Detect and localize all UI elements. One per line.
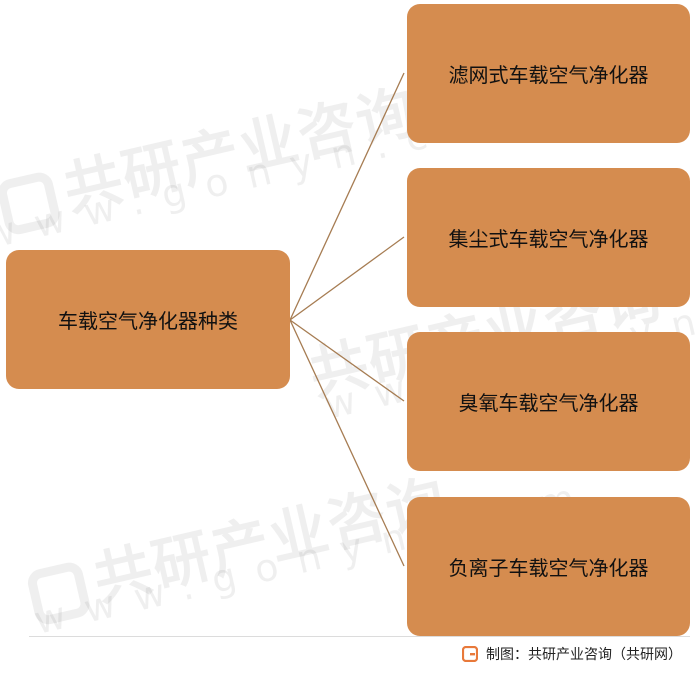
watermark-logo-icon <box>25 559 93 627</box>
child-node-negative-ion: 负离子车载空气净化器 <box>407 497 690 636</box>
child-node-label: 负离子车载空气净化器 <box>448 556 649 580</box>
child-node-label: 集尘式车载空气净化器 <box>448 227 649 251</box>
root-node-label: 车载空气净化器种类 <box>58 309 238 333</box>
watermark-text: 共研产业咨询 <box>0 64 424 242</box>
watermark-text: 共研产业咨询 <box>20 454 454 632</box>
gonyn-logo-icon <box>462 646 478 662</box>
source-credit: 制图：共研产业咨询（共研网） <box>462 644 682 664</box>
connector-line <box>289 319 405 402</box>
source-text: 制图：共研产业咨询（共研网） <box>486 647 682 663</box>
child-node-ozone: 臭氧车载空气净化器 <box>407 332 690 471</box>
root-node: 车载空气净化器种类 <box>6 250 290 389</box>
watermark-logo-icon <box>0 169 63 237</box>
child-node-label: 臭氧车载空气净化器 <box>458 391 639 415</box>
connector-line <box>289 236 405 321</box>
child-node-label: 滤网式车载空气净化器 <box>448 63 649 87</box>
child-node-dust-collector: 集尘式车载空气净化器 <box>407 168 690 307</box>
footer-divider <box>29 636 690 637</box>
connector-line <box>289 319 405 567</box>
connector-line <box>289 72 405 321</box>
child-node-filter: 滤网式车载空气净化器 <box>407 4 690 143</box>
